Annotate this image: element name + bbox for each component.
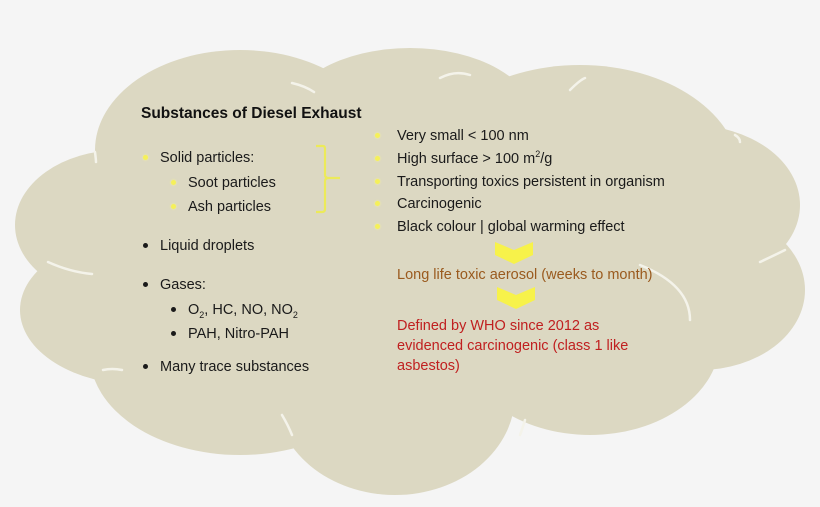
ash-particles-label: Ash particles <box>188 199 272 215</box>
bullet-icon <box>171 331 176 336</box>
trace-substances-label: Many trace substances <box>160 359 310 375</box>
bullet-icon <box>143 155 148 160</box>
bullet-icon <box>171 307 176 312</box>
solid-particles-label: Solid particles: <box>160 150 255 166</box>
gases-list-1: O2, HC, NO, NO2 <box>188 302 298 320</box>
liquid-droplets-label: Liquid droplets <box>160 238 255 254</box>
bullet-icon <box>143 243 148 248</box>
bullet-icon <box>375 201 380 206</box>
bullet-icon <box>171 204 176 209</box>
property-transport: Transporting toxics persistent in organi… <box>397 174 665 190</box>
aerosol-text: Long life toxic aerosol (weeks to month) <box>397 267 653 283</box>
right-curly-brace-icon <box>316 144 340 214</box>
soot-particles-label: Soot particles <box>188 175 276 191</box>
gases-label: Gases: <box>160 277 206 293</box>
chevron-down-icon <box>495 242 533 264</box>
bullet-icon <box>375 179 380 184</box>
property-carcinogenic: Carcinogenic <box>397 196 482 212</box>
property-black-colour: Black colour | global warming effect <box>397 219 625 235</box>
property-surface: High surface > 100 m2/g <box>397 149 553 167</box>
diagram-title: Substances of Diesel Exhaust <box>141 105 362 122</box>
gases-list-2: PAH, Nitro-PAH <box>188 326 289 342</box>
bullet-icon <box>171 180 176 185</box>
who-text-line-2: evidenced carcinogenic (class 1 like <box>397 338 629 354</box>
bullet-icon <box>375 156 380 161</box>
bullet-icon <box>375 224 380 229</box>
chevron-down-icon <box>497 287 535 309</box>
who-text-line-3: asbestos) <box>397 358 460 374</box>
property-size: Very small < 100 nm <box>397 128 529 144</box>
who-text-line-1: Defined by WHO since 2012 as <box>397 318 600 334</box>
bullet-icon <box>143 364 148 369</box>
bullet-icon <box>143 282 148 287</box>
bullet-icon <box>375 133 380 138</box>
